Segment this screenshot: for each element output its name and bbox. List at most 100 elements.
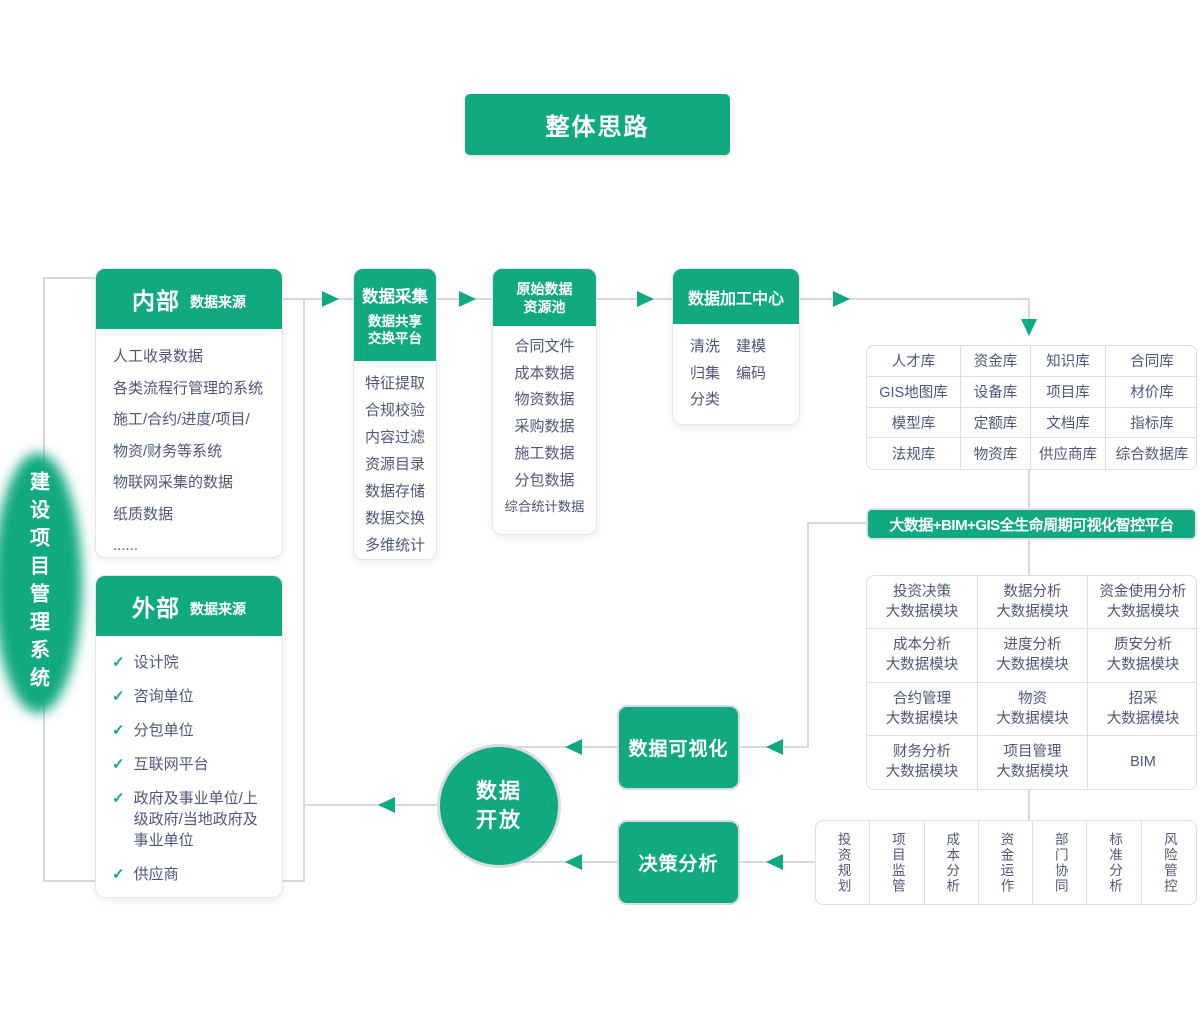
module-line1: BIM <box>1130 754 1156 771</box>
list-item: 建模 <box>736 338 767 355</box>
module-line1: 项目管理 <box>1003 744 1062 761</box>
data-collection-subtitle-1: 数据共享 <box>368 314 422 329</box>
module-line2: 大数据模块 <box>1106 710 1180 727</box>
line-viz-to-circle <box>510 746 617 748</box>
list-item: ✓ 政府及事业单位/上级政府/当地政府及事业单位 <box>112 788 268 851</box>
list-item: 合同文件 <box>514 338 575 355</box>
module-cell: BIM <box>1088 736 1196 789</box>
db-cell: 法规库 <box>867 438 961 469</box>
module-line2: 大数据模块 <box>996 604 1069 621</box>
module-line2: 大数据模块 <box>885 604 959 621</box>
data-open-line2: 开放 <box>476 809 522 832</box>
module-line2: 大数据模块 <box>996 657 1069 674</box>
function-cell: 投资规划 <box>816 821 871 904</box>
page-title: 整体思路 <box>465 94 730 155</box>
internal-title: 内部 <box>132 288 180 314</box>
system-ellipse <box>0 453 82 713</box>
data-visualization-box: 数据可视化 <box>617 705 740 790</box>
module-line1: 招采 <box>1128 690 1158 707</box>
decision-analysis-box: 决策分析 <box>617 820 740 905</box>
module-line2: 大数据模块 <box>885 710 959 727</box>
data-processing-card: 数据加工中心 清洗 建模 归集 编码 分类 <box>672 268 800 425</box>
list-item-label: 政府及事业单位/上级政府/当地政府及事业单位 <box>133 790 258 849</box>
module-line2: 大数据模块 <box>885 657 959 674</box>
module-cell: 资金使用分析大数据模块 <box>1088 576 1196 630</box>
module-cell: 物资大数据模块 <box>978 682 1088 736</box>
list-item: 清洗 <box>690 338 721 355</box>
db-cell: 知识库 <box>1031 346 1106 377</box>
line-circle-to-rail <box>304 804 444 806</box>
list-item: 数据交换 <box>364 510 425 527</box>
arrow-left-icon <box>766 854 783 870</box>
raw-data-pool-item-list: 合同文件 成本数据 物资数据 采购数据 施工数据 分包数据 综合统计数据 <box>493 326 596 521</box>
data-collection-title: 数据采集 <box>362 288 428 306</box>
function-label: 部门协同 <box>1052 831 1068 894</box>
function-cell: 成本分析 <box>925 821 979 904</box>
db-cell: 定额库 <box>961 407 1031 439</box>
list-item: 采购数据 <box>514 418 575 436</box>
arrow-right-icon <box>322 291 339 307</box>
data-open-line1: 数据 <box>476 780 522 803</box>
list-item: 物资/财务等系统 <box>113 442 223 460</box>
db-cell: 指标库 <box>1106 408 1196 439</box>
system-label-wrap: 建设项目管理系统 <box>0 453 82 713</box>
module-cell: 招采大数据模块 <box>1088 683 1196 736</box>
system-label: 建设项目管理系统 <box>26 471 49 695</box>
function-label: 风险管控 <box>1161 831 1177 894</box>
module-line1: 投资决策 <box>893 584 951 601</box>
line-modules-to-functions <box>1028 790 1030 820</box>
list-item: 施工数据 <box>514 444 575 462</box>
function-columns-row: 投资规划 项目监管 成本分析 资金运作 部门协同 标准分析 风险管控 <box>815 820 1197 905</box>
right-rail-bottom <box>283 880 305 882</box>
right-rail-vertical <box>303 298 305 882</box>
external-title: 外部 <box>132 595 180 621</box>
arrow-right-icon <box>637 291 654 307</box>
list-item: 特征提取 <box>364 375 425 392</box>
internal-data-source-card: 内部 数据来源 人工收录数据 各类流程行管理的系统 施工/合约/进度/项目/ 物… <box>95 268 283 558</box>
list-item-label: 分包单位 <box>133 722 194 739</box>
arrow-right-icon <box>833 291 850 307</box>
module-line1: 成本分析 <box>893 637 951 654</box>
list-item: ✓供应商 <box>112 864 268 885</box>
list-item: 纸质数据 <box>113 505 174 523</box>
function-cell: 标准分析 <box>1087 821 1142 904</box>
list-item: ✓ 分包单位 <box>112 720 268 741</box>
module-cell: 质安分析大数据模块 <box>1088 629 1196 683</box>
db-cell: 设备库 <box>961 376 1031 408</box>
check-icon: ✓ <box>112 688 125 705</box>
raw-data-pool-title-1: 原始数据 <box>516 280 573 297</box>
db-cell: 资金库 <box>961 346 1031 377</box>
list-item: 物资数据 <box>514 391 575 409</box>
list-item-label: 设计院 <box>133 654 179 671</box>
arrow-right-icon <box>459 291 476 307</box>
check-icon: ✓ <box>112 756 125 773</box>
db-cell: 供应商库 <box>1031 438 1106 469</box>
flow-line-pool-to-process <box>597 298 672 300</box>
data-collection-subtitle-2: 交换平台 <box>368 331 422 346</box>
module-line1: 质安分析 <box>1114 637 1172 654</box>
db-cell: 合同库 <box>1106 346 1196 377</box>
data-collection-item-list: 特征提取 合规校验 内容过滤 资源目录 数据存储 数据交换 多维统计 <box>354 361 436 559</box>
function-cell: 资金运作 <box>979 821 1034 904</box>
check-icon: ✓ <box>112 722 125 739</box>
list-item: 人工收录数据 <box>113 348 204 365</box>
check-icon: ✓ <box>112 654 125 671</box>
list-item: 分类 <box>690 391 721 408</box>
arrow-left-icon <box>565 854 582 870</box>
db-cell: 文档库 <box>1031 407 1106 439</box>
check-icon: ✓ <box>112 790 125 807</box>
module-line2: 大数据模块 <box>1106 657 1180 674</box>
line-platform-to-viz-top <box>808 522 866 524</box>
platform-banner: 大数据+BIM+GIS全生命周期可视化智控平台 <box>866 508 1197 540</box>
function-cell: 项目监管 <box>870 821 925 904</box>
module-line1: 资金使用分析 <box>1099 584 1187 601</box>
arrow-down-icon <box>1021 319 1037 336</box>
module-cell: 财务分析大数据模块 <box>867 735 978 789</box>
list-item: 分包数据 <box>514 471 575 489</box>
external-subtitle: 数据来源 <box>190 601 246 617</box>
raw-data-pool-title-2: 资源池 <box>523 298 566 315</box>
data-processing-item-list: 清洗 建模 归集 编码 分类 <box>690 334 782 414</box>
list-item-label: 供应商 <box>133 866 179 883</box>
external-data-source-card: 外部 数据来源 ✓设计院 ✓咨询单位 ✓分包单位 ✓互联网平台 ✓政府及事业单位… <box>95 575 283 898</box>
list-item: 多维统计 <box>364 537 425 554</box>
